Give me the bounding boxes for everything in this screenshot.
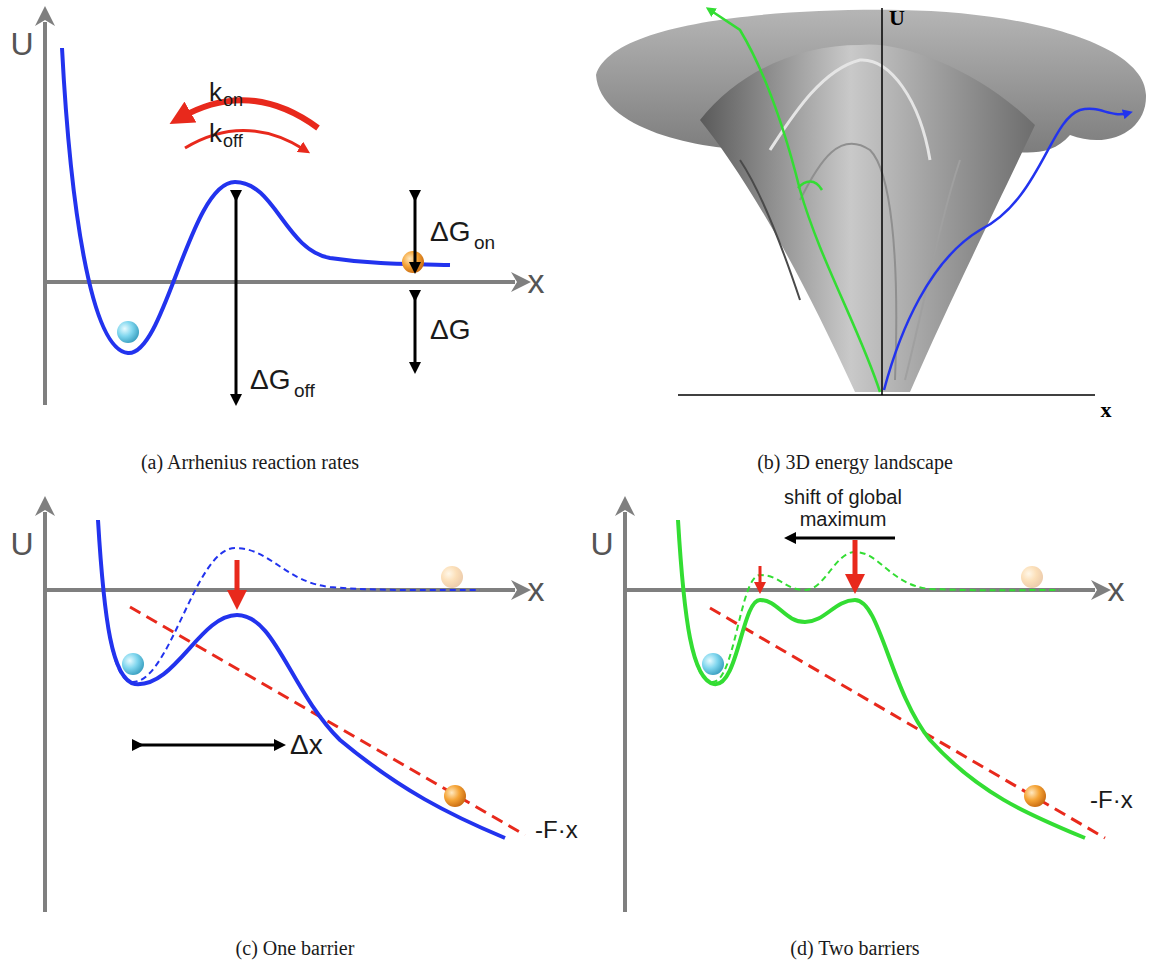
- energy-subscript: on: [474, 233, 495, 254]
- rate-symbol: k: [209, 78, 222, 107]
- energy-symbol: ΔG: [250, 365, 290, 396]
- panel-caption: (b) 3D energy landscape: [757, 451, 953, 473]
- force-term: -F·x: [1090, 787, 1133, 813]
- axis-label: x: [1101, 398, 1112, 422]
- axis-label: U: [10, 27, 33, 62]
- axis-label: U: [889, 6, 905, 30]
- axis-label: x: [1108, 571, 1125, 608]
- panel-d: [625, 512, 1105, 912]
- axis-label: U: [590, 527, 613, 562]
- panel-b: [596, 8, 1146, 395]
- energy-symbol: ΔG: [430, 217, 470, 248]
- rate-subscript: on: [223, 91, 243, 111]
- axis-label: x: [528, 571, 545, 608]
- panel-c: [45, 512, 525, 912]
- energy-subscript: off: [294, 381, 315, 402]
- axis-label: x: [528, 263, 545, 300]
- distance-label: Δx: [290, 730, 323, 761]
- panel-caption: (a) Arrhenius reaction rates: [141, 451, 359, 473]
- annotation: shift of global maximum: [758, 486, 928, 530]
- axis-label: U: [10, 527, 33, 562]
- force-term: -F·x: [535, 817, 578, 843]
- rate-subscript: off: [223, 132, 243, 152]
- panel-caption: (d) Two barriers: [790, 937, 919, 959]
- panel-caption: (c) One barrier: [236, 937, 355, 959]
- panel-a: [45, 22, 515, 405]
- energy-symbol: ΔG: [430, 315, 470, 346]
- rate-symbol: k: [209, 119, 222, 148]
